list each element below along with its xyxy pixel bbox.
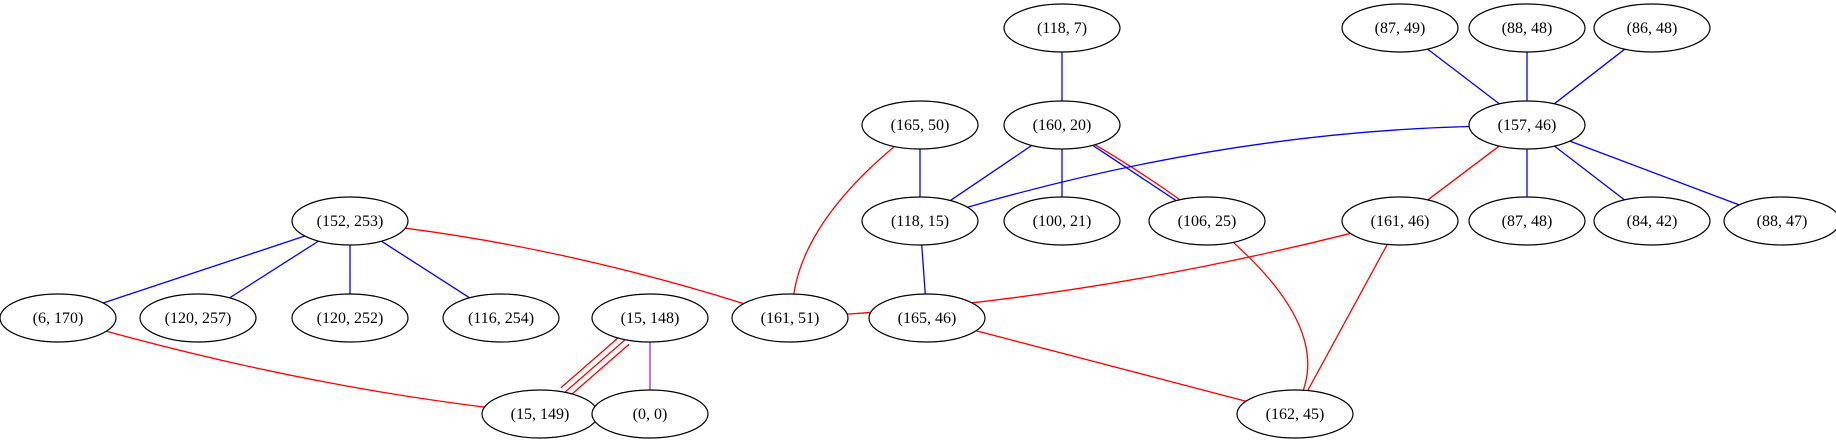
node-n_88_48: (88, 48) — [1468, 3, 1586, 53]
node-n_87_48: (87, 48) — [1468, 196, 1586, 246]
node-layer: (118, 7) (87, 49) (88, 48) (86, 48) (165, 50… — [0, 3, 1836, 439]
node-label: (118, 15) — [891, 213, 949, 230]
node-label: (165, 46) — [898, 310, 957, 327]
node-n_106_25: (106, 25) — [1148, 196, 1266, 246]
node-n_120_252: (120, 252) — [291, 293, 409, 343]
node-ellipse — [861, 100, 979, 150]
edge-n_152_253-n_161_51 — [405, 227, 744, 305]
node-ellipse — [591, 389, 709, 439]
node-ellipse — [139, 293, 257, 343]
node-label: (161, 46) — [1371, 213, 1430, 230]
node-n_116_254: (116, 254) — [442, 293, 560, 343]
node-label: (157, 46) — [1498, 117, 1557, 134]
node-n_6_170: (6, 170) — [0, 293, 117, 343]
node-n_161_46: (161, 46) — [1341, 196, 1459, 246]
node-n_118_7: (118, 7) — [1003, 3, 1121, 53]
edge-n_157_46-n_84_42 — [1554, 145, 1625, 201]
node-label: (116, 254) — [468, 310, 534, 327]
node-label: (120, 252) — [317, 310, 384, 327]
node-n_157_46: (157, 46) — [1468, 100, 1586, 150]
node-n_120_257: (120, 257) — [139, 293, 257, 343]
node-n_165_46: (165, 46) — [868, 293, 986, 343]
node-label: (118, 7) — [1037, 20, 1087, 37]
node-ellipse — [1723, 196, 1836, 246]
edge-n_15_148-n_15_149-2 — [564, 339, 626, 393]
edge-n_157_46-n_118_15 — [967, 125, 1470, 208]
edge-n_152_253-n_6_170 — [103, 235, 305, 304]
node-ellipse — [291, 293, 409, 343]
node-ellipse — [1341, 3, 1459, 53]
node-n_0_0: (0, 0) — [591, 389, 709, 439]
node-ellipse — [1593, 3, 1711, 53]
node-ellipse — [591, 293, 709, 343]
edge-n_86_48-n_157_46 — [1553, 48, 1626, 105]
node-ellipse — [1468, 3, 1586, 53]
node-ellipse — [731, 293, 849, 343]
node-ellipse — [1148, 196, 1266, 246]
node-ellipse — [1468, 196, 1586, 246]
edge-n_160_20-n_118_15 — [949, 144, 1033, 202]
node-n_86_48: (86, 48) — [1593, 3, 1711, 53]
node-ellipse — [1236, 389, 1354, 439]
node-n_152_253: (152, 253) — [291, 196, 409, 246]
node-label: (15, 149) — [511, 406, 570, 423]
node-label: (160, 20) — [1033, 117, 1092, 134]
node-label: (0, 0) — [633, 406, 668, 423]
node-n_160_20: (160, 20) — [1003, 100, 1121, 150]
edge-n_152_253-n_120_257 — [229, 240, 319, 299]
node-n_100_21: (100, 21) — [1003, 196, 1121, 246]
node-label: (165, 50) — [891, 117, 950, 134]
node-n_84_42: (84, 42) — [1593, 196, 1711, 246]
node-label: (6, 170) — [33, 310, 84, 327]
node-n_15_149: (15, 149) — [481, 389, 599, 439]
node-ellipse — [291, 196, 409, 246]
node-n_161_51: (161, 51) — [731, 293, 849, 343]
edge-n_157_46-n_88_47 — [1569, 140, 1740, 206]
node-label: (120, 257) — [165, 310, 232, 327]
node-ellipse — [1468, 100, 1586, 150]
node-n_165_50: (165, 50) — [861, 100, 979, 150]
node-ellipse — [1593, 196, 1711, 246]
edge-n_160_20-n_106_25 — [1092, 144, 1177, 202]
node-label: (100, 21) — [1033, 213, 1092, 230]
node-label: (88, 47) — [1757, 213, 1808, 230]
node-ellipse — [1003, 196, 1121, 246]
edge-n_157_46-n_161_46 — [1427, 145, 1500, 201]
node-label: (88, 48) — [1502, 20, 1553, 37]
node-ellipse — [868, 293, 986, 343]
edge-n_87_49-n_157_46 — [1427, 48, 1500, 105]
node-label: (106, 25) — [1178, 213, 1237, 230]
edge-n_165_46-n_162_45 — [975, 330, 1247, 402]
node-n_88_47: (88, 47) — [1723, 196, 1836, 246]
node-n_87_49: (87, 49) — [1341, 3, 1459, 53]
node-ellipse — [1341, 196, 1459, 246]
node-label: (15, 148) — [621, 310, 680, 327]
node-label: (87, 48) — [1502, 213, 1553, 230]
edge-n_165_50-n_161_51 — [793, 146, 895, 295]
node-ellipse — [442, 293, 560, 343]
edge-n_15_148-n_15_149-3 — [560, 334, 622, 389]
node-n_15_148: (15, 148) — [591, 293, 709, 343]
edge-n_152_253-n_116_254 — [381, 240, 470, 299]
node-ellipse — [861, 196, 979, 246]
node-label: (86, 48) — [1627, 20, 1678, 37]
edge-n_160_20-n_162_45 — [1094, 144, 1309, 391]
node-label: (162, 45) — [1266, 406, 1325, 423]
node-ellipse — [1003, 3, 1121, 53]
node-ellipse — [0, 293, 117, 343]
node-ellipse — [1003, 100, 1121, 150]
edge-n_161_46-n_162_45 — [1307, 244, 1388, 391]
node-label: (152, 253) — [317, 213, 384, 230]
edge-n_118_15-n_165_46 — [921, 244, 926, 295]
node-label: (84, 42) — [1627, 213, 1678, 230]
node-n_162_45: (162, 45) — [1236, 389, 1354, 439]
node-label: (161, 51) — [761, 310, 820, 327]
node-n_118_15: (118, 15) — [861, 196, 979, 246]
node-label: (87, 49) — [1375, 20, 1426, 37]
edge-n_6_170-n_15_149 — [106, 330, 485, 408]
edge-n_15_148-n_15_149-1 — [568, 343, 630, 398]
